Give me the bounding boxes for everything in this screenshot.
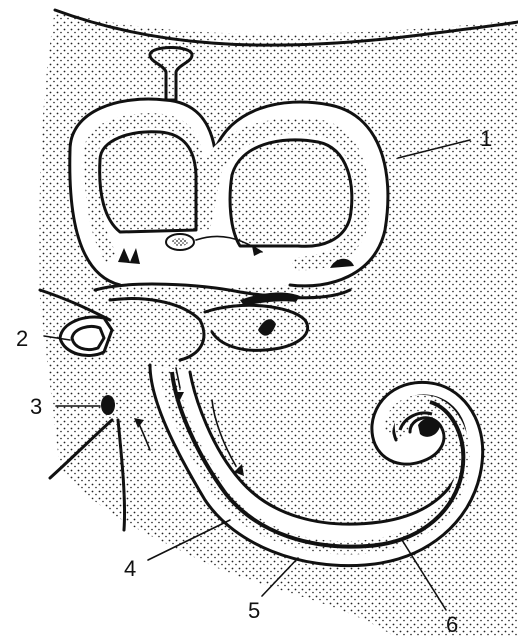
canal-inner-right [230, 140, 352, 246]
label-1: 1 [480, 126, 492, 151]
label-5: 5 [248, 598, 260, 623]
round-window [101, 395, 115, 415]
label-4: 4 [124, 556, 136, 581]
label-6: 6 [446, 612, 458, 637]
canal-inner-left [100, 132, 196, 232]
label-3: 3 [30, 394, 42, 419]
label-2: 2 [16, 326, 28, 351]
